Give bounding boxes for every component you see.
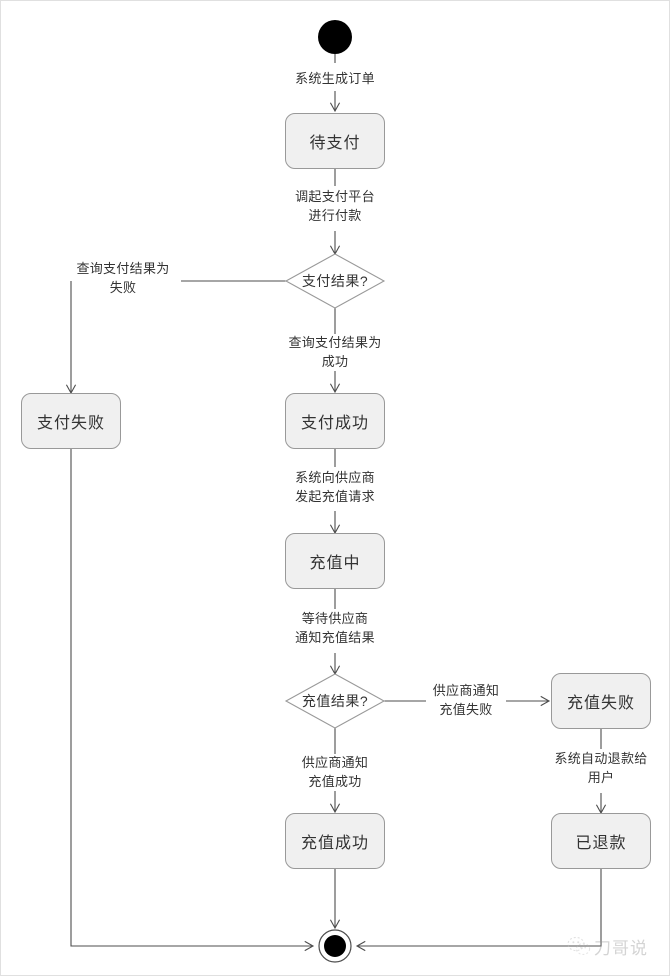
edge-label-supplier-notify-success: 供应商通知 充值成功 bbox=[301, 755, 369, 789]
edge-refunded-to-end bbox=[355, 869, 602, 952]
node-recharging[interactable]: 充值中 bbox=[285, 533, 385, 589]
node-recharging-label: 充值中 bbox=[309, 555, 361, 572]
node-pending-pay-label: 待支付 bbox=[309, 135, 361, 152]
node-recharge-failed-label: 充值失败 bbox=[566, 695, 635, 712]
node-refunded[interactable]: 已退款 bbox=[551, 813, 651, 869]
edge-label-system-recharge-request: 系统向供应商 发起充值请求 bbox=[295, 470, 375, 504]
end-node bbox=[318, 929, 352, 963]
node-refunded-label: 已退款 bbox=[575, 835, 627, 852]
watermark: 刀哥说 bbox=[567, 934, 648, 959]
node-recharge-failed[interactable]: 充值失败 bbox=[551, 673, 651, 729]
edge-label-query-pay-success: 查询支付结果为 成功 bbox=[288, 335, 382, 369]
node-recharge-success-label: 充值成功 bbox=[300, 835, 369, 852]
edge-payfailed-to-end bbox=[70, 449, 315, 952]
start-node bbox=[318, 20, 352, 54]
edge-label-query-pay-failed: 查询支付结果为 失败 bbox=[76, 261, 170, 295]
node-pay-failed-label: 支付失败 bbox=[36, 415, 105, 432]
edge-label-auto-refund: 系统自动退款给 用户 bbox=[554, 751, 648, 785]
decision-pay-result bbox=[284, 253, 386, 309]
wechat-icon bbox=[567, 936, 591, 955]
node-pending-pay[interactable]: 待支付 bbox=[285, 113, 385, 169]
node-pay-success-label: 支付成功 bbox=[300, 415, 369, 432]
watermark-text: 刀哥说 bbox=[594, 939, 648, 958]
node-pay-success[interactable]: 支付成功 bbox=[285, 393, 385, 449]
decision-recharge-result bbox=[284, 673, 386, 729]
edge-label-wait-supplier-notify: 等待供应商 通知充值结果 bbox=[295, 611, 375, 645]
edge-label-invoke-payment: 调起支付平台 进行付款 bbox=[295, 189, 375, 223]
node-recharge-success[interactable]: 充值成功 bbox=[285, 813, 385, 869]
edge-label-supplier-notify-fail: 供应商通知 充值失败 bbox=[432, 683, 500, 717]
node-pay-failed[interactable]: 支付失败 bbox=[21, 393, 121, 449]
edge-label-system-create-order: 系统生成订单 bbox=[295, 71, 375, 86]
